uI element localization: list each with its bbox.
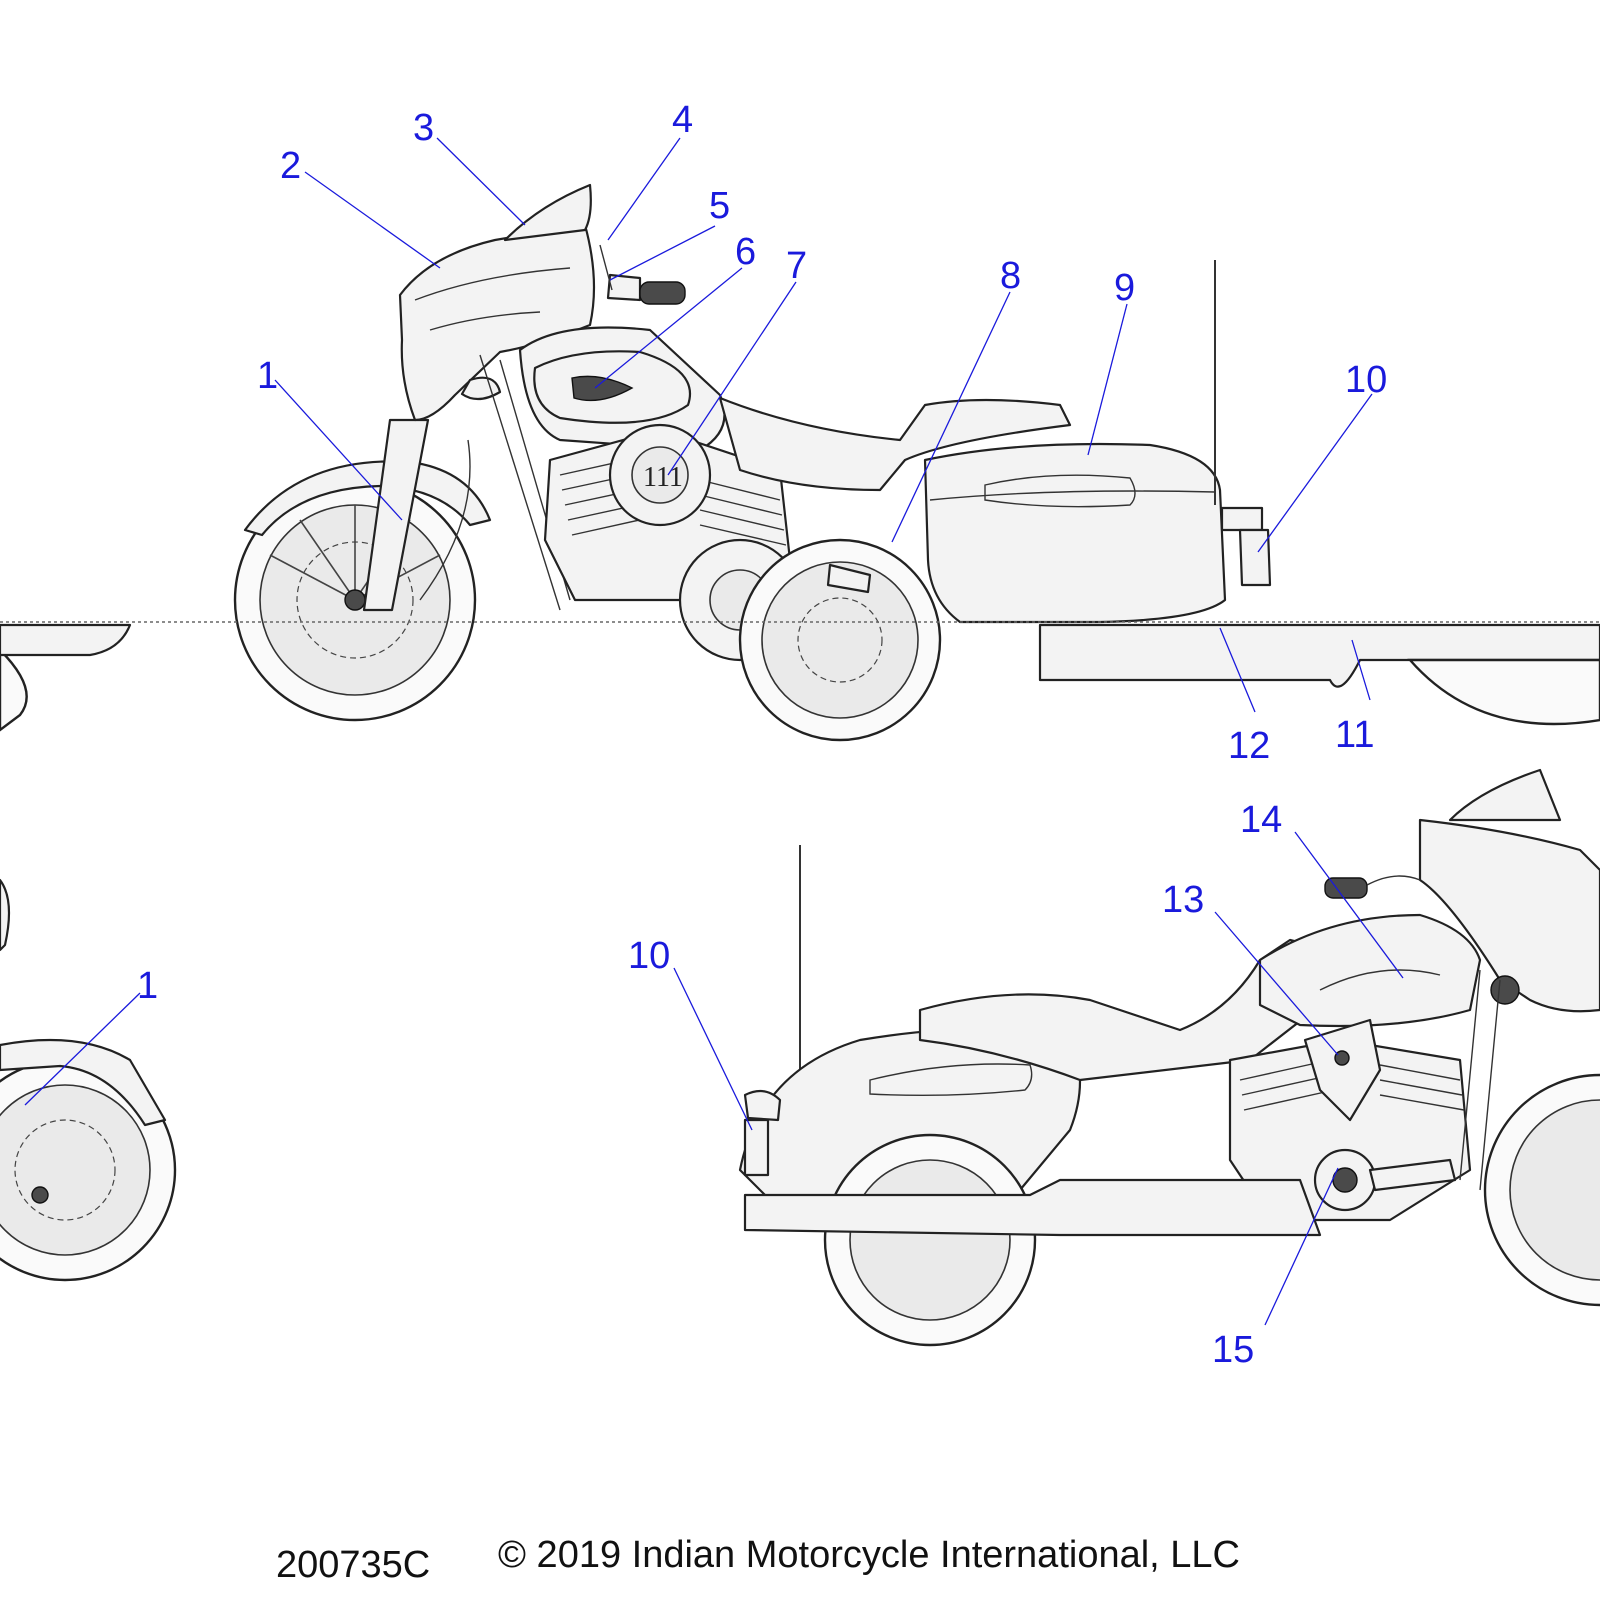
leader-line-11 [1351, 639, 1371, 701]
callout-label: 1 [137, 965, 158, 1007]
leader-line-13 [1214, 911, 1339, 1056]
leader-line-3 [436, 137, 526, 226]
motorcycle-right-side-view [0, 768, 1600, 1347]
leader-line-4 [607, 137, 681, 241]
leader-line-2 [304, 171, 441, 269]
leader-line-14 [1294, 831, 1404, 979]
callout-label: 9 [1114, 267, 1135, 309]
leader-line-1-bottom [24, 992, 141, 1106]
leader-line-5 [609, 225, 716, 281]
callout-labels: 1 2 3 4 5 6 7 8 9 10 12 11 1 10 13 14 15 [137, 99, 1387, 1371]
copyright-notice: © 2019 Indian Motorcycle International, … [498, 1534, 1240, 1576]
leader-line-10-top [1257, 393, 1373, 553]
leader-lines [24, 137, 1404, 1326]
leader-line-12 [1219, 627, 1256, 713]
callout-label: 10 [1345, 359, 1387, 401]
leader-line-10-bottom [673, 967, 753, 1131]
callout-label: 5 [709, 185, 730, 227]
callout-label: 11 [1335, 714, 1374, 756]
callout-label: 3 [413, 107, 434, 149]
leader-line-9 [1087, 303, 1128, 456]
leader-line-7 [667, 281, 797, 476]
callout-label: 8 [1000, 255, 1021, 297]
leader-line-1-top [274, 379, 403, 521]
callout-label: 7 [786, 245, 807, 287]
callout-label: 1 [257, 355, 278, 397]
callout-label: 2 [280, 145, 301, 187]
callout-label: 4 [672, 99, 693, 141]
callout-label: 14 [1240, 799, 1282, 841]
callout-label: 13 [1162, 879, 1204, 921]
leader-line-15 [1264, 1167, 1339, 1326]
svg-text:111: 111 [643, 462, 683, 493]
callout-label: 6 [735, 231, 756, 273]
drawing-code: 200735C [276, 1544, 431, 1586]
motorcycle-left-side-view: 111 [0, 183, 1600, 742]
leader-line-8 [891, 291, 1011, 543]
leader-line-6 [594, 267, 743, 389]
callout-label: 12 [1228, 725, 1270, 767]
engine: 111 [543, 423, 802, 662]
callout-label: 15 [1212, 1329, 1254, 1371]
callout-label: 10 [628, 935, 670, 977]
